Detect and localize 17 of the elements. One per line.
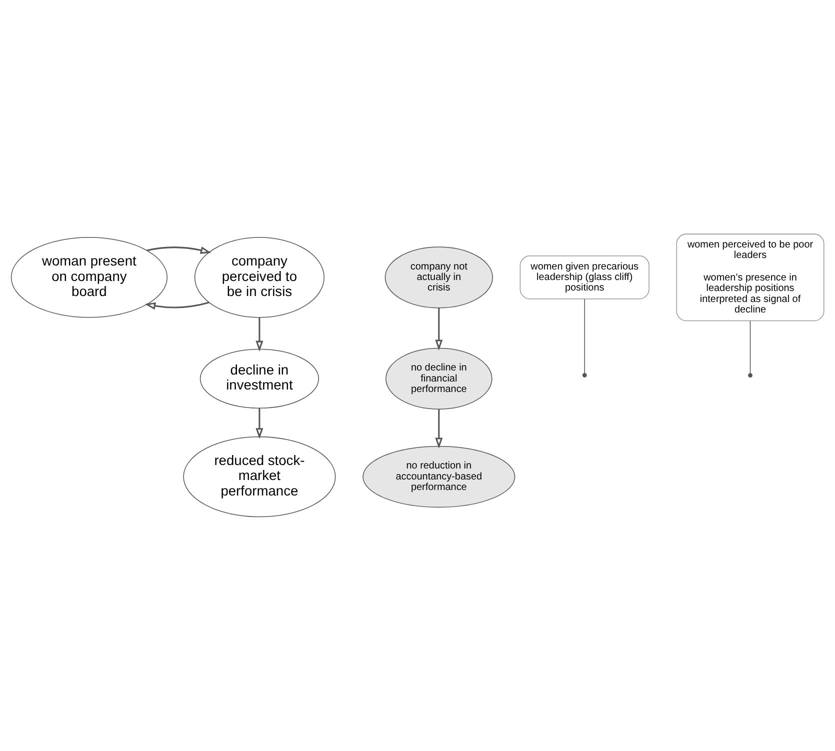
node-ellipse: no decline in financial performance	[386, 348, 492, 410]
arrow	[144, 302, 210, 310]
node-ellipse: woman present on company board	[10, 237, 168, 318]
node-ellipse: company not actually in crisis	[384, 246, 493, 308]
node-ellipse: no reduction in accountancy-based performance	[362, 446, 516, 508]
arrow	[146, 246, 212, 254]
arrow	[435, 409, 443, 449]
node-ellipse: decline in investment	[200, 348, 319, 408]
node-ellipse: company perceived to be in crisis	[194, 237, 324, 318]
node-box: women perceived to be poor leaders women’s presence in leadership positions interpreted as signal of decline	[676, 234, 824, 322]
node-ellipse: reduced stock-market performance	[183, 436, 336, 518]
connector	[750, 320, 751, 374]
connector	[584, 298, 585, 374]
arrow	[435, 308, 443, 351]
arrow	[256, 318, 264, 352]
node-box: women given precarious leadership (glass cliff) positions	[520, 256, 650, 300]
arrow	[256, 408, 264, 439]
